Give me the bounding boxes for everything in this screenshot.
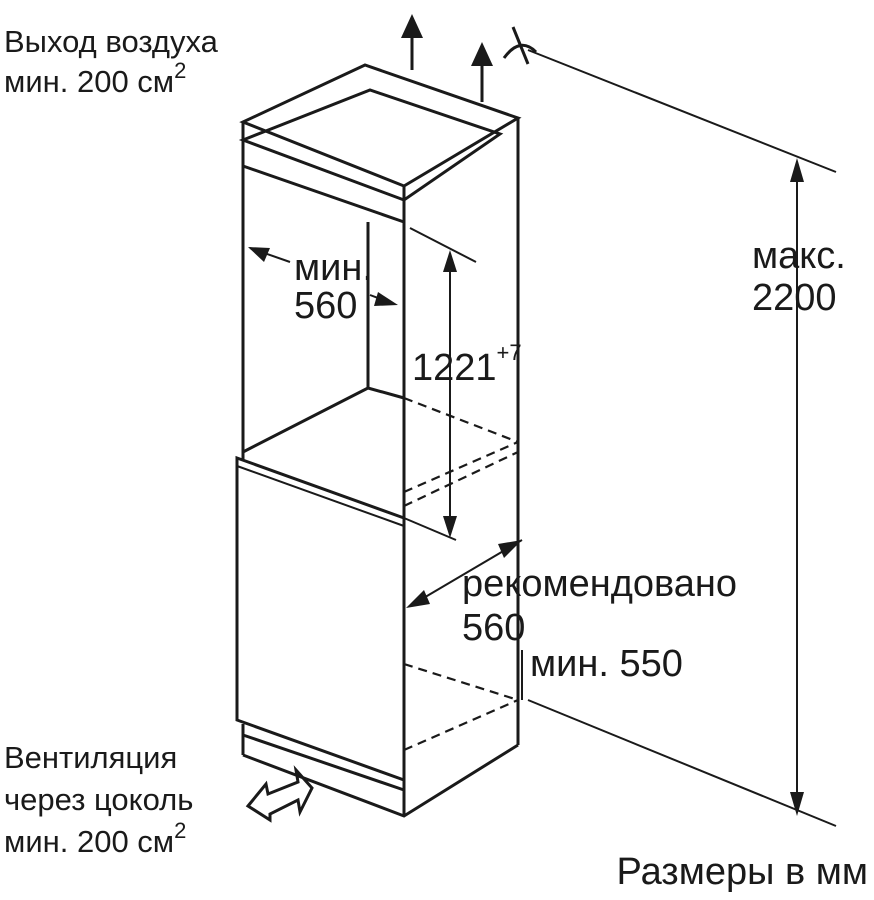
niche-height-dimension bbox=[403, 227, 477, 541]
max-height-dimension bbox=[527, 49, 837, 827]
air-outlet-label-line2: мин. 200 см2 bbox=[4, 58, 186, 99]
niche-width-label-line1: мин. bbox=[294, 247, 373, 289]
niche-height-label-value: 1221 bbox=[412, 347, 497, 389]
max-height-arrow-top bbox=[790, 158, 804, 182]
air-outlet-label-line1: Выход воздуха bbox=[4, 24, 219, 59]
units-caption: Размеры в мм bbox=[617, 851, 868, 893]
niche-floor-hidden-edge bbox=[403, 396, 519, 444]
niche-floor-hidden-diag-1 bbox=[403, 440, 519, 494]
ventilation-label-sup: 2 bbox=[174, 818, 186, 843]
air-outlet-label-value: мин. 200 см bbox=[4, 64, 174, 99]
plinth-vent-arrow-shape bbox=[245, 765, 314, 823]
ventilation-label-value: мин. 200 см bbox=[4, 824, 174, 859]
depth-recommended-label-line1: рекомендовано bbox=[462, 563, 737, 605]
niche-height-label-sup: +7 bbox=[497, 340, 522, 365]
niche-width-arrow-right bbox=[374, 292, 398, 306]
niche-floor-hidden-diag-2 bbox=[403, 451, 519, 507]
appliance-top-edge bbox=[236, 465, 405, 527]
max-height-label-line2: 2200 bbox=[752, 277, 837, 319]
niche-height-arrow-bottom bbox=[443, 516, 457, 538]
base-hidden-edge-2 bbox=[403, 698, 519, 752]
depth-arrow-front bbox=[406, 590, 430, 608]
appliance-front-face bbox=[235, 455, 406, 783]
ventilation-label-line1: Вентиляция bbox=[4, 740, 177, 775]
ceiling-symbol bbox=[502, 26, 538, 65]
niche-width-label-line2: 560 bbox=[294, 285, 357, 327]
plinth-ventilation-arrow bbox=[245, 765, 314, 823]
niche-height-bottom-extension bbox=[403, 517, 457, 541]
cabinet-outline bbox=[238, 63, 522, 818]
niche-height-top-extension bbox=[409, 227, 477, 263]
ventilation-label-line3: мин. 200 см2 bbox=[4, 818, 186, 859]
upper-shelf bbox=[238, 88, 504, 202]
niche-floor-edge bbox=[242, 386, 405, 454]
air-arrow-2-head bbox=[471, 42, 493, 66]
max-height-bottom-extension bbox=[527, 699, 837, 827]
max-height-arrow-bottom bbox=[790, 792, 804, 816]
air-arrow-1-head bbox=[401, 14, 423, 38]
niche-width-dimension bbox=[248, 247, 398, 306]
niche-width-arrow-left bbox=[248, 247, 270, 262]
appliance-body bbox=[235, 455, 406, 783]
depth-min-label: мин. 550 bbox=[530, 643, 683, 685]
air-outlet-arrows bbox=[401, 14, 493, 102]
upper-shelf-inner-line bbox=[269, 149, 405, 201]
niche-height-label: 1221+7 bbox=[412, 340, 522, 389]
ventilation-label-line2: через цоколь bbox=[4, 782, 193, 817]
max-height-top-extension bbox=[527, 49, 837, 173]
ceiling-symbol-arc bbox=[502, 43, 538, 59]
base-hidden-edge-1 bbox=[403, 662, 519, 702]
upper-shelf-front-edge bbox=[242, 164, 405, 224]
plinth-top-edge bbox=[242, 733, 405, 792]
depth-recommended-label-line2: 560 bbox=[462, 607, 525, 649]
niche-height-arrow-top bbox=[443, 250, 457, 272]
max-height-label-line1: макс. bbox=[752, 235, 846, 277]
depth-dimension bbox=[406, 539, 523, 700]
air-outlet-label-sup: 2 bbox=[174, 58, 186, 83]
depth-arrow-back bbox=[498, 540, 522, 558]
